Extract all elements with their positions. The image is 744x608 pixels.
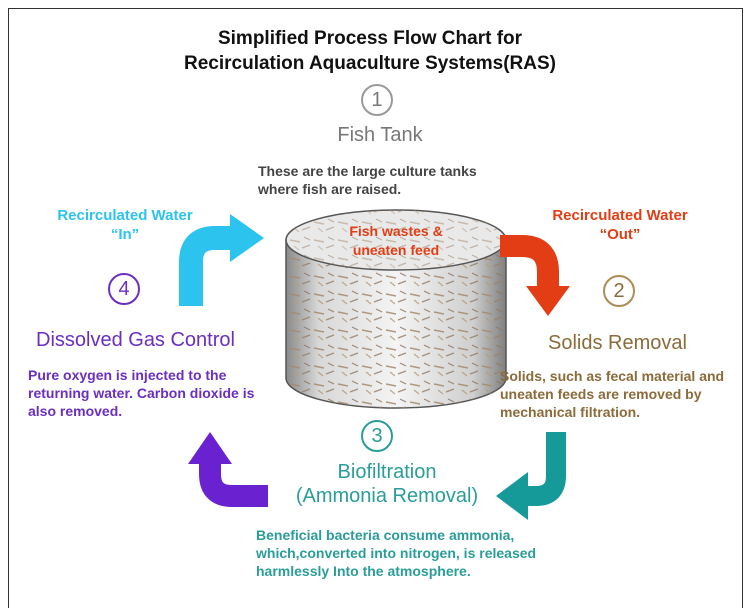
curved-arrow-up-right-icon: [179, 214, 264, 306]
stage-4-desc-line-3: also removed.: [28, 403, 123, 419]
stage-1-title: Fish Tank: [337, 124, 423, 146]
stage-3-desc-line-1: Beneficial bacteria consume ammonia,: [256, 527, 515, 543]
tank-label: Fish wastes & uneaten feed: [316, 222, 476, 260]
stage-4-desc-line-2: returning water. Carbon dioxide is: [28, 385, 255, 401]
stage-3-title-line-2: (Ammonia Removal): [295, 485, 479, 507]
stage-1-number: 1: [361, 84, 393, 116]
flow-out-label: Recirculated Water “Out”: [530, 206, 710, 244]
stage-3-desc-line-3: harmlessly Into the atmosphere.: [256, 563, 471, 579]
stage-2-desc-line-3: mechanical filtration.: [500, 404, 641, 420]
diagram-frame: [8, 8, 743, 608]
flow-in-label: Recirculated Water “In”: [40, 206, 210, 244]
flow-out-line-2: “Out”: [599, 226, 641, 243]
title-line-1: Simplified Process Flow Chart for: [217, 28, 523, 49]
stage-4-desc-line-1: Pure oxygen is injected to the: [28, 367, 227, 383]
stage-3-number: 3: [361, 420, 393, 452]
diagram-title: Simplified Process Flow Chart for Recirc…: [60, 26, 680, 76]
curved-arrow-up-icon: [188, 432, 268, 507]
stage-3-description: Beneficial bacteria consume ammonia, whi…: [256, 526, 596, 580]
stage-4-number: 4: [108, 273, 140, 305]
stage-1-desc-line-2: where fish are raised.: [258, 181, 402, 197]
stage-3-title: Biofiltration (Ammonia Removal): [280, 460, 494, 508]
stage-2-title: Solids Removal: [548, 332, 687, 354]
flow-in-line-2: “In”: [110, 226, 140, 243]
flow-in-line-1: Recirculated Water: [57, 207, 193, 224]
curved-arrow-down-left-icon: [496, 432, 566, 520]
stage-4-description: Pure oxygen is injected to the returning…: [28, 366, 288, 420]
curved-arrow-down-icon: [500, 235, 570, 316]
stage-2-desc-line-1: Solids, such as fecal material and: [500, 368, 725, 384]
stage-4-title: Dissolved Gas Control: [36, 329, 235, 351]
tank-label-line-1: Fish wastes &: [349, 223, 443, 239]
stage-2-desc-line-2: uneaten feeds are removed by: [500, 386, 702, 402]
stage-2-description: Solids, such as fecal material and uneat…: [500, 367, 740, 421]
fish-tank-icon: [285, 209, 507, 409]
stage-1-description: These are the large culture tanks where …: [258, 162, 558, 198]
stage-3-desc-line-2: which,converted into nitrogen, is releas…: [256, 545, 537, 561]
stage-1-desc-line-1: These are the large culture tanks: [258, 163, 477, 179]
stage-2-number: 2: [603, 275, 635, 307]
stage-3-title-line-1: Biofiltration: [337, 461, 437, 483]
title-line-2: Recirculation Aquaculture Systems(RAS): [184, 53, 556, 74]
tank-label-line-2: uneaten feed: [352, 242, 440, 258]
flow-out-line-1: Recirculated Water: [552, 207, 688, 224]
